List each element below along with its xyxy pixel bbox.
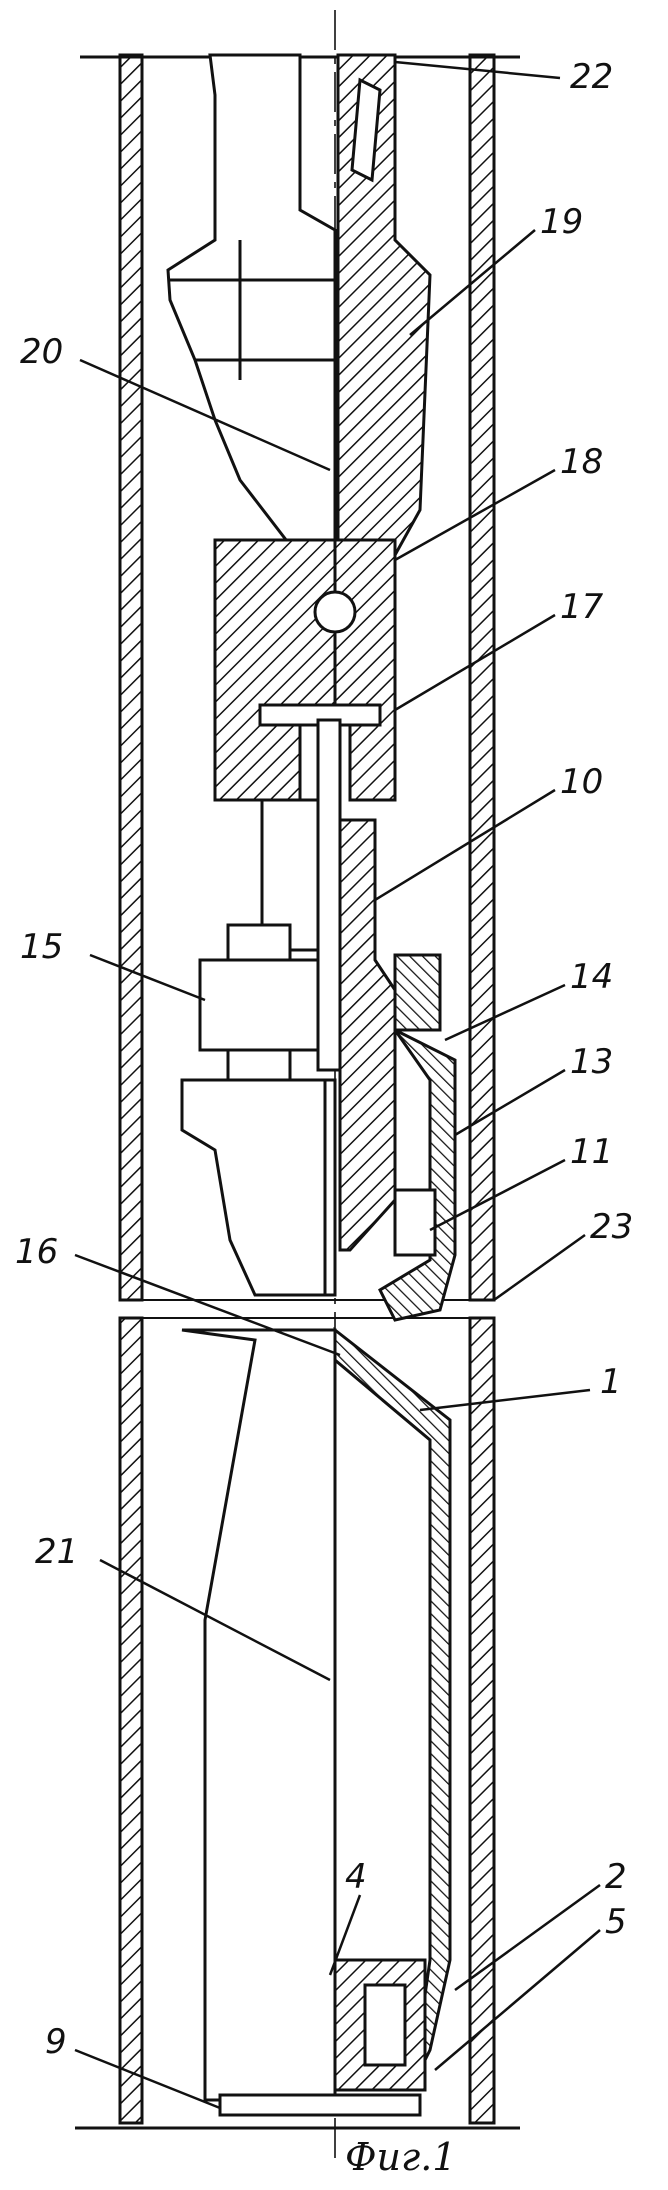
- locking-section: [215, 540, 395, 800]
- left-casing-wall-lower: [120, 1318, 142, 2123]
- valve-seat: [335, 1960, 425, 2090]
- ball-valve: [315, 592, 355, 632]
- label-4: 4: [345, 1860, 367, 1894]
- label-17: 17: [560, 590, 603, 624]
- label-9: 9: [45, 2025, 67, 2059]
- label-15: 15: [20, 930, 63, 964]
- label-18: 18: [560, 445, 603, 479]
- label-14: 14: [570, 960, 613, 994]
- label-10: 10: [560, 765, 603, 799]
- label-1: 1: [600, 1365, 622, 1399]
- label-11: 11: [570, 1135, 613, 1169]
- label-23: 23: [590, 1210, 633, 1244]
- label-22: 22: [570, 60, 613, 94]
- label-20: 20: [20, 335, 63, 369]
- label-5: 5: [605, 1905, 627, 1939]
- pad-10: [395, 955, 440, 1030]
- figure-caption: Фиг.1: [345, 2135, 456, 2179]
- label-21: 21: [35, 1535, 78, 1569]
- shoe-9: [220, 2095, 420, 2115]
- left-casing-wall-upper: [120, 55, 142, 1300]
- label-16: 16: [15, 1235, 58, 1269]
- right-casing-wall-lower: [470, 1318, 494, 2123]
- left-cone-housing: [168, 55, 335, 545]
- upper-sub: [338, 55, 430, 610]
- lower-body: [182, 1080, 335, 2100]
- label-2: 2: [605, 1860, 627, 1894]
- label-13: 13: [570, 1045, 613, 1079]
- label-19: 19: [540, 205, 583, 239]
- seal-11: [395, 1190, 435, 1255]
